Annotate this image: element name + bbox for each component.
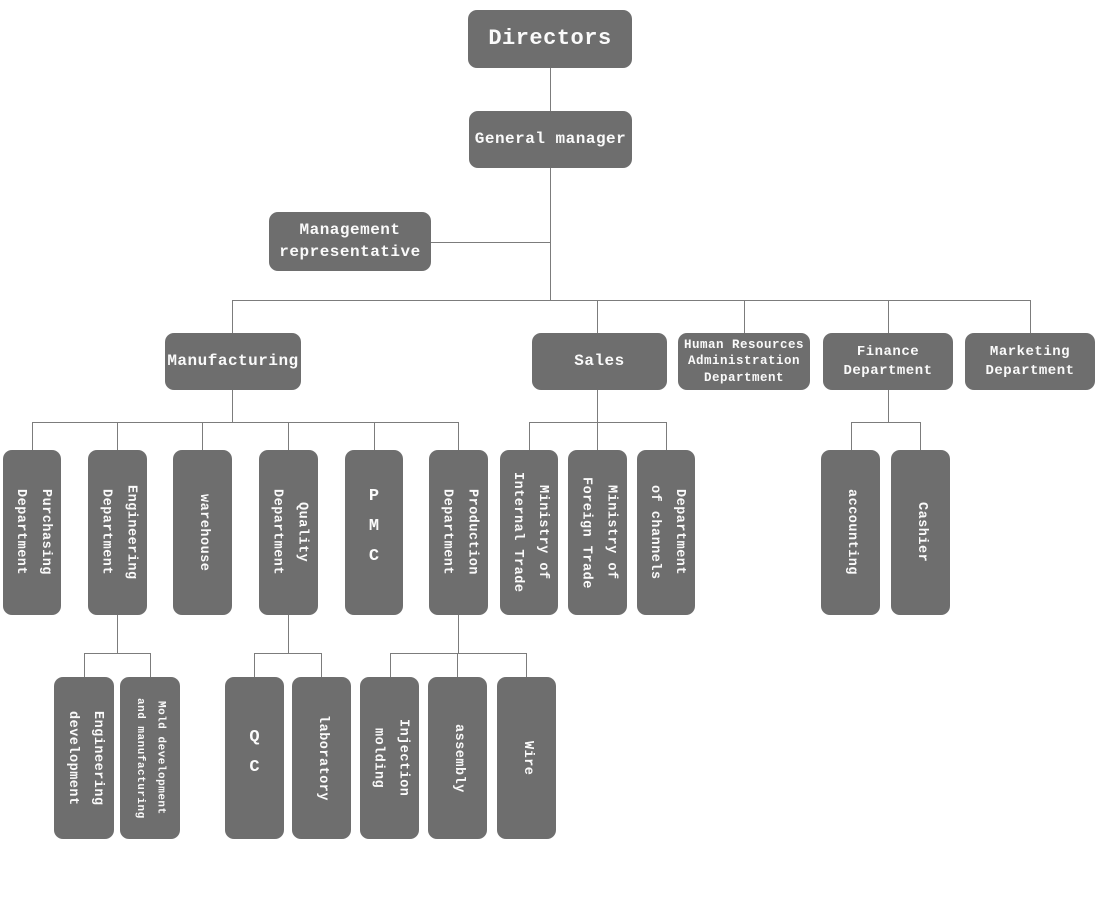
node-label: Wire [519, 740, 535, 776]
connector-line [202, 422, 203, 450]
connector-line [84, 653, 85, 677]
node-management-representative: Management representative [269, 212, 431, 271]
node-label: Cashier [913, 502, 929, 563]
connector-line [597, 300, 598, 333]
node-label: Finance Department [843, 344, 933, 379]
connector-line [888, 390, 889, 422]
connector-line [458, 422, 459, 450]
node-directors: Directors [468, 10, 632, 68]
node-general-manager: General manager [469, 111, 632, 168]
node-label: General manager [474, 129, 627, 148]
node-label: laboratory [314, 714, 330, 801]
node-label: Human Resources Administration Departmen… [683, 338, 805, 385]
node-label: Engineering development [65, 710, 105, 806]
connector-line [150, 653, 151, 677]
node-label: Quality Department [269, 489, 310, 576]
connector-line [254, 653, 255, 677]
node-ministry-of-foreign-trade: Ministry of Foreign Trade [568, 450, 627, 615]
node-department-of-channels: Department of channels [637, 450, 695, 615]
node-label: accounting [843, 489, 859, 576]
node-label: Department of channels [647, 485, 687, 580]
node-label: Engineering Department [98, 485, 139, 580]
connector-line [390, 653, 391, 677]
connector-line [288, 422, 289, 450]
node-engineering-development: Engineering development [54, 677, 114, 839]
connector-line [529, 422, 530, 450]
connector-line [117, 422, 118, 450]
node-ministry-of-internal-trade: Ministry of Internal Trade [500, 450, 558, 615]
node-wire: Wire [497, 677, 556, 839]
node-engineering-department: Engineering Department [88, 450, 147, 615]
connector-line [550, 68, 551, 111]
node-label: Ministry of Internal Trade [510, 472, 550, 593]
node-label: PMC [364, 487, 384, 578]
node-label: Ministry of Foreign Trade [578, 476, 619, 589]
connector-line [374, 422, 375, 450]
node-label: Injection molding [370, 719, 411, 797]
node-finance-department: Finance Department [823, 333, 953, 390]
connector-line [888, 300, 889, 333]
node-label: Sales [574, 351, 625, 370]
node-manufacturing: Manufacturing [165, 333, 301, 390]
connector-line [1030, 300, 1031, 333]
connector-line [550, 168, 551, 300]
node-qc: QC [225, 677, 284, 839]
node-label: Manufacturing [167, 351, 299, 370]
node-label: Mold development and manufacturing [134, 697, 167, 819]
node-mold-development-and-manufacturing: Mold development and manufacturing [120, 677, 180, 839]
connector-line [232, 300, 1030, 301]
connector-line [597, 390, 598, 422]
connector-line [117, 615, 118, 653]
node-accounting: accounting [821, 450, 880, 615]
node-quality-department: Quality Department [259, 450, 318, 615]
connector-line [597, 422, 598, 450]
node-label: QC [245, 727, 264, 789]
connector-line [431, 242, 550, 243]
connector-line [84, 653, 150, 654]
connector-line [288, 615, 289, 653]
connector-line [390, 653, 526, 654]
connector-line [321, 653, 322, 677]
node-cashier: Cashier [891, 450, 950, 615]
connector-line [32, 422, 33, 450]
node-laboratory: laboratory [292, 677, 351, 839]
node-marketing-department: Marketing Department [965, 333, 1095, 390]
connector-line [666, 422, 667, 450]
node-warehouse: warehouse [173, 450, 232, 615]
node-label: Management representative [279, 221, 421, 261]
node-injection-molding: Injection molding [360, 677, 419, 839]
node-sales: Sales [532, 333, 667, 390]
connector-line [458, 615, 459, 653]
connector-line [526, 653, 527, 677]
node-production-department: Production Department [429, 450, 488, 615]
connector-line [851, 422, 920, 423]
connector-line [457, 653, 458, 677]
node-label: assembly [450, 723, 466, 793]
connector-line [232, 300, 233, 333]
connector-line [851, 422, 852, 450]
node-label: Marketing Department [985, 344, 1075, 379]
node-label: Purchasing Department [13, 489, 53, 576]
connector-line [744, 300, 745, 333]
connector-line [232, 390, 233, 422]
node-assembly: assembly [428, 677, 487, 839]
node-label: Directors [488, 26, 612, 52]
node-label: warehouse [195, 493, 211, 572]
connector-line [920, 422, 921, 450]
connector-line [32, 422, 458, 423]
node-pmc: PMC [345, 450, 403, 615]
connector-line [254, 653, 321, 654]
node-label: Production Department [439, 489, 480, 576]
node-purchasing-department: Purchasing Department [3, 450, 61, 615]
node-hr-admin-department: Human Resources Administration Departmen… [678, 333, 810, 390]
